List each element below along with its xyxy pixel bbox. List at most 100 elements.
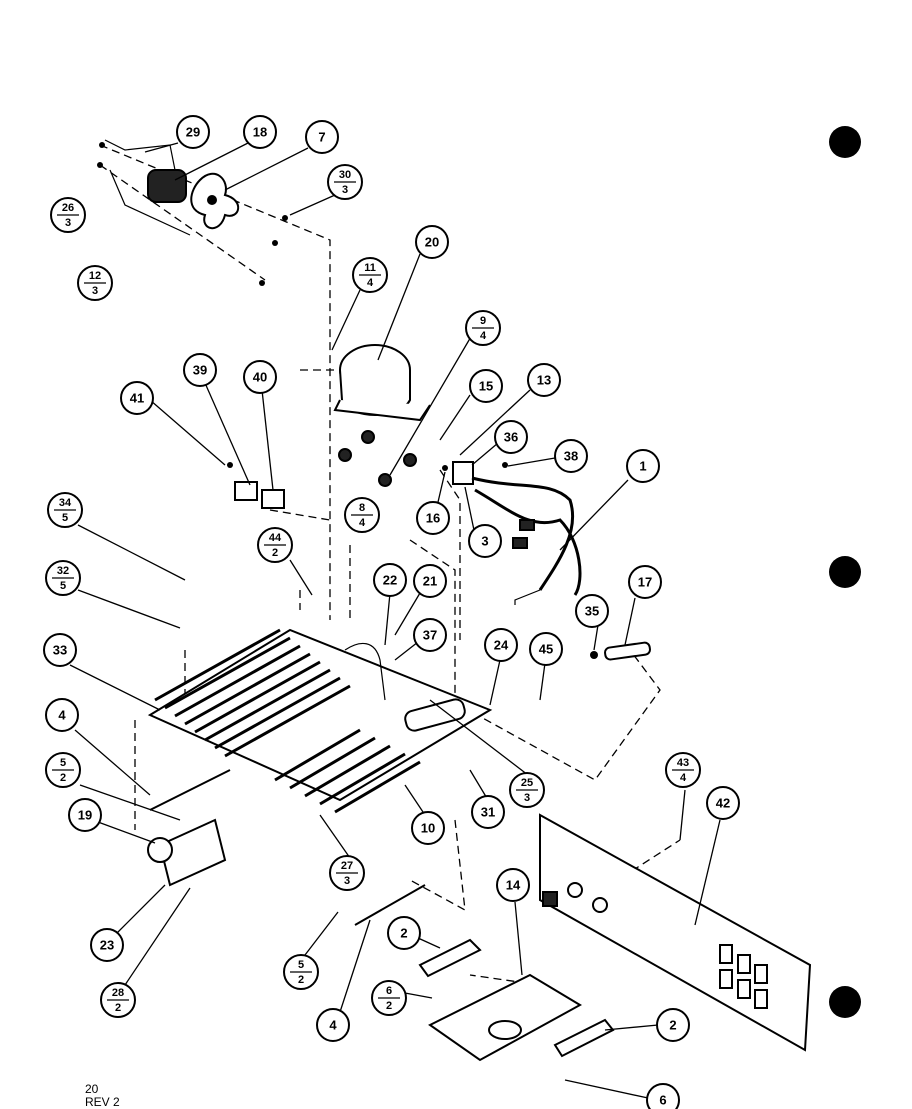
binder-hole-middle xyxy=(829,556,861,588)
leader-36 xyxy=(471,442,499,466)
callout-31-label: 31 xyxy=(481,805,495,820)
leader-34 xyxy=(77,524,186,581)
callout-4a: 4 xyxy=(45,698,79,732)
panel-knob-2 xyxy=(592,897,608,913)
callout-44-bottom: 2 xyxy=(272,547,278,559)
overload-and-harness xyxy=(442,461,582,605)
callout-14: 14 xyxy=(496,868,530,902)
panel-42 xyxy=(539,813,812,1052)
callout-5b-bottom: 2 xyxy=(298,974,304,986)
drier-17 xyxy=(590,641,651,661)
leader-20 xyxy=(377,253,421,361)
callout-45-label: 45 xyxy=(539,642,553,657)
screw-12 xyxy=(97,162,103,168)
leader-29 xyxy=(144,142,179,153)
callouts: 29 18 7 263 303 123 20 114 94 39 40 41 1… xyxy=(43,115,740,1109)
callout-33-label: 33 xyxy=(53,643,67,658)
callout-27-top: 27 xyxy=(341,860,353,872)
overload-36 xyxy=(452,461,474,485)
callout-5a-top: 5 xyxy=(60,757,66,769)
callout-44-top: 44 xyxy=(269,532,282,544)
panel-slot-5 xyxy=(737,979,751,999)
leader-2b xyxy=(604,1024,659,1031)
leader-38 xyxy=(507,457,556,467)
fan-motor-assembly xyxy=(97,139,288,286)
callout-38: 38 xyxy=(554,439,588,473)
callout-24-label: 24 xyxy=(494,638,509,653)
drier xyxy=(604,641,651,661)
callout-17: 17 xyxy=(628,565,662,599)
leader-40 xyxy=(261,389,274,491)
leader-5a xyxy=(79,784,181,821)
leader-22 xyxy=(384,592,391,646)
callout-19-label: 19 xyxy=(78,808,92,823)
assembly-line-bar xyxy=(409,819,466,912)
callout-20: 20 xyxy=(415,225,449,259)
panel-slot-2 xyxy=(737,954,751,974)
callout-34-5: 345 xyxy=(47,492,83,528)
leader-11 xyxy=(331,289,361,351)
callout-16: 16 xyxy=(416,501,450,535)
thermostat-19 xyxy=(147,837,173,863)
callout-1: 1 xyxy=(626,449,660,483)
callout-11-bottom: 4 xyxy=(367,277,374,289)
callout-3-label: 3 xyxy=(481,534,488,549)
callout-5b-top: 5 xyxy=(298,959,304,971)
callout-10: 10 xyxy=(411,811,445,845)
callout-31: 31 xyxy=(471,795,505,829)
callout-14-label: 14 xyxy=(506,878,521,893)
callout-30-bottom: 3 xyxy=(342,184,348,196)
coil-rows-10 xyxy=(274,728,421,814)
callout-43-top: 43 xyxy=(677,757,689,769)
leader-1 xyxy=(559,479,629,551)
callout-6b: 6 xyxy=(646,1083,680,1109)
coil-rows-33 xyxy=(154,628,351,758)
leader-35 xyxy=(593,624,599,651)
leader-13 xyxy=(459,389,531,456)
callout-9-top: 9 xyxy=(480,315,486,327)
leader-5b xyxy=(304,911,339,956)
leader-10 xyxy=(404,784,426,816)
leader-7 xyxy=(224,147,309,191)
bar-4-lower xyxy=(354,884,426,926)
callout-8-bottom: 4 xyxy=(359,517,366,529)
valve-35 xyxy=(590,651,598,659)
callout-41-label: 41 xyxy=(130,391,144,406)
leader-23 xyxy=(114,884,166,936)
callout-1-label: 1 xyxy=(639,459,646,474)
callout-42-label: 42 xyxy=(716,796,730,811)
callout-5a-bottom: 2 xyxy=(60,772,66,784)
callout-5-2b: 52 xyxy=(283,954,319,990)
leader-24 xyxy=(489,659,501,706)
callout-11-4: 114 xyxy=(352,257,388,293)
callout-13: 13 xyxy=(527,363,561,397)
leader-4b xyxy=(339,919,371,1013)
panel-slot-1 xyxy=(719,944,733,964)
footer-revision: REV 2 xyxy=(85,1095,120,1109)
compressor xyxy=(333,344,431,487)
leader-18 xyxy=(174,142,249,181)
callout-2a-label: 2 xyxy=(400,926,407,941)
tubing-22 xyxy=(344,642,386,701)
panel-switch xyxy=(542,891,558,907)
callout-20-label: 20 xyxy=(425,235,439,250)
leader-31 xyxy=(469,769,489,801)
callout-28-2: 282 xyxy=(100,982,136,1018)
callout-30-3: 303 xyxy=(327,164,363,200)
relay-39 xyxy=(234,481,258,501)
callout-37: 37 xyxy=(413,618,447,652)
drain-trough xyxy=(404,698,466,732)
callout-25-3: 253 xyxy=(509,772,545,808)
callout-16-label: 16 xyxy=(426,511,440,526)
callout-34-bottom: 5 xyxy=(62,512,68,524)
leader-28 xyxy=(124,887,191,986)
panel-slot-4 xyxy=(719,969,733,989)
callout-21: 21 xyxy=(413,564,447,598)
callout-25-bottom: 3 xyxy=(524,792,530,804)
callout-26-top: 26 xyxy=(62,202,74,214)
bracket-lower xyxy=(553,1018,615,1058)
callout-7-label: 7 xyxy=(318,130,325,145)
screw-a xyxy=(272,240,278,246)
callout-30-top: 30 xyxy=(339,169,351,181)
callout-39: 39 xyxy=(183,353,217,387)
